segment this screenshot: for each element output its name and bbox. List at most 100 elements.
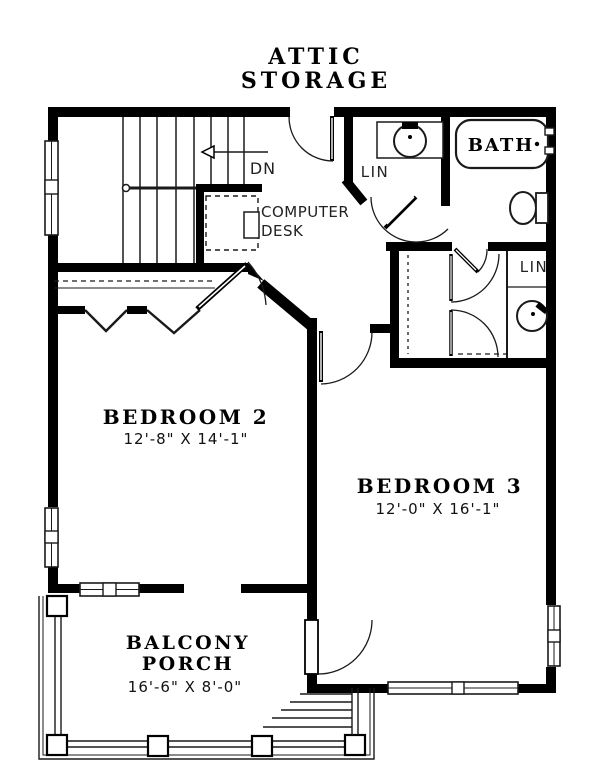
computer-desk-label-line1: COMPUTER [261, 203, 349, 221]
wall-segment [518, 684, 556, 693]
stairs [121, 117, 245, 263]
bifold-door [146, 309, 201, 335]
wall-segment [307, 318, 317, 620]
porch-post [250, 734, 274, 758]
wall-segment [48, 584, 80, 593]
door-leaf-inner [386, 196, 415, 225]
linen-upper-label: LIN [361, 163, 390, 181]
door-swing [320, 331, 373, 385]
bathtub-icon [454, 118, 550, 170]
wall-segment [386, 242, 452, 251]
bath-label: BATH [468, 135, 535, 156]
wall-segment [48, 567, 58, 593]
desk-outline [205, 195, 259, 251]
sink-basin-icon [393, 124, 427, 158]
vanity-faucet-icon [535, 301, 549, 315]
door-swing [288, 116, 334, 162]
wall-segment [48, 107, 290, 117]
wall-segment [48, 107, 58, 142]
bathroom-door [370, 195, 449, 243]
window-left-upper [44, 140, 59, 236]
door-leaf-inner [455, 249, 477, 271]
wall-segment [52, 263, 248, 272]
interior-walls [52, 111, 548, 688]
bath-fixtures [376, 118, 555, 332]
down-arrow-head [200, 144, 215, 160]
stairs-down-arrow [200, 144, 268, 160]
window-bedroom2-south [79, 582, 140, 597]
balcony-label-line2: PORCH [142, 653, 234, 675]
door-swing [370, 196, 417, 243]
bifold-door [84, 309, 128, 333]
deck-edge [38, 596, 375, 760]
labels: ATTIC STORAGE BEDROOM 2 12'-8" X 14'-1" … [103, 44, 549, 696]
computer-desk-label-line2: DESK [261, 222, 304, 240]
bedroom2-closet [54, 280, 215, 335]
wall-segment [127, 306, 147, 314]
attic-access-door [288, 116, 334, 162]
tub-drain [534, 141, 540, 147]
wall-segment [307, 674, 317, 688]
door-swing [317, 619, 373, 675]
stairs-down-label: DN [250, 159, 276, 178]
toilet-bowl-icon [509, 191, 537, 225]
porch-post [45, 594, 69, 618]
porch-post [343, 733, 367, 757]
bedroom2-door [195, 261, 267, 311]
closet-door-swing [450, 309, 499, 358]
balcony-dims: 16'-6" X 8'-0" [128, 678, 242, 696]
porch-steps [263, 688, 359, 735]
desk-chair [243, 211, 260, 239]
wall-segment [139, 584, 184, 593]
wall-segment [48, 235, 58, 507]
wall-segment [546, 107, 556, 605]
door-swing [415, 228, 449, 243]
window-bedroom3-east [547, 605, 561, 667]
wall-angled [341, 176, 368, 206]
wall-segment [488, 242, 548, 251]
plan-title-line2: STORAGE [241, 68, 391, 94]
stair-rail-newel [121, 183, 131, 193]
plan-title-line1: ATTIC [267, 44, 364, 70]
door-leaf-inner [198, 265, 246, 308]
sink-drain [408, 135, 412, 139]
closet-door-swing [450, 253, 500, 303]
wall-segment [241, 584, 315, 593]
linen-lower-label: LIN [520, 258, 549, 276]
door-leaf [383, 195, 418, 230]
bedroom3-dims: 12'-0" X 16'-1" [376, 500, 501, 518]
porch-post [45, 733, 69, 757]
wall-segment [56, 306, 85, 314]
door-swing [247, 261, 267, 306]
window-bedroom3-south [387, 681, 519, 695]
exterior-walls [48, 107, 556, 693]
deck-edge-inner [42, 596, 371, 756]
wall-segment [390, 250, 399, 362]
bedroom3-closet [407, 253, 506, 358]
tub-faucet-tab [544, 127, 555, 136]
wall-segment [196, 184, 204, 268]
wall-angled [257, 279, 316, 331]
porch-door [304, 619, 373, 675]
porch-post [146, 734, 170, 758]
bedroom2-label: BEDROOM 2 [103, 405, 269, 429]
toilet-tank-icon [535, 192, 549, 224]
door-swing [477, 248, 488, 273]
tub-faucet-tab [544, 146, 555, 155]
sink-faucet-icon [402, 122, 418, 129]
window-left-lower [44, 507, 59, 568]
wall-segment [307, 684, 388, 693]
vanity-drain [531, 312, 535, 316]
windows [44, 140, 561, 695]
wall-segment [390, 358, 548, 368]
door-panel [304, 619, 319, 675]
wall-segment [344, 111, 353, 185]
vanity-door [453, 247, 488, 274]
bedroom3-label: BEDROOM 3 [357, 474, 523, 498]
balcony-porch [38, 594, 375, 760]
wall-segment [196, 184, 262, 192]
wall-segment [441, 111, 450, 206]
wall-segment [370, 324, 392, 333]
